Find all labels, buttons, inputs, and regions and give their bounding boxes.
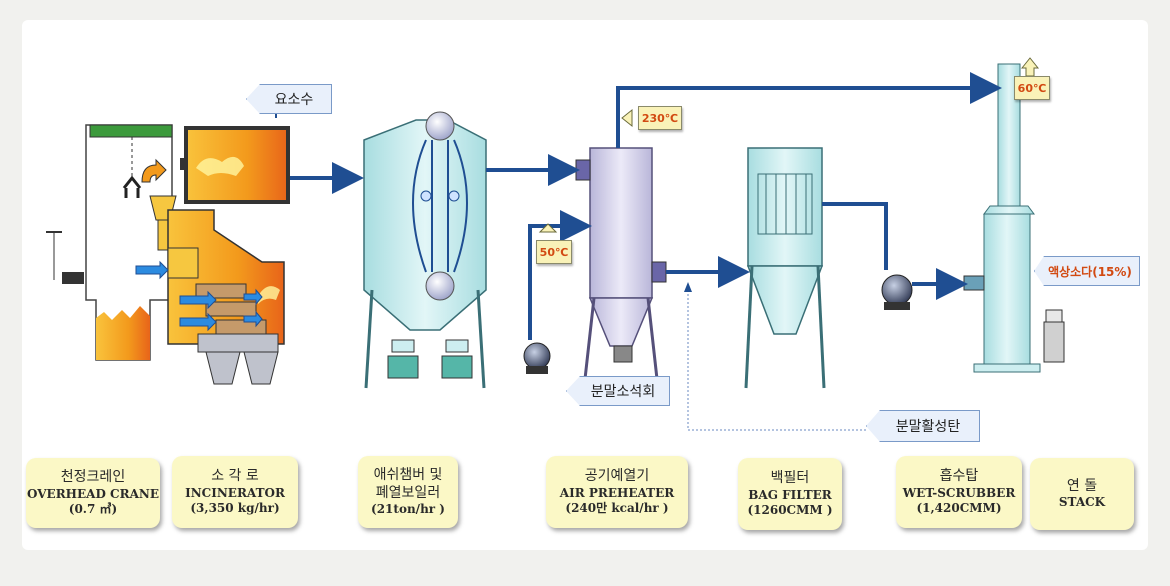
caption-spec: (21ton/hr ) [371, 502, 445, 517]
up-arrow-icon [1020, 57, 1040, 77]
caption-ko2: 폐열보일러 [375, 485, 441, 502]
caption-spec: (3,350 kg/hr) [190, 501, 280, 516]
overhead-crane-icon [46, 124, 173, 361]
caption-ko: 소 각 로 [211, 468, 259, 485]
caption-air-preheater: 공기예열기 AIR PREHEATER (240만 kcal/hr ) [546, 456, 688, 528]
caption-en: OVERHEAD CRANE [27, 486, 159, 501]
temp-air-in: 50℃ [536, 240, 572, 264]
caption-wet-scrubber: 흡수탑 WET-SCRUBBER (1,420CMM) [896, 456, 1022, 528]
carbon-feed-line [687, 286, 866, 431]
background-panel [22, 20, 1148, 550]
caption-en: INCINERATOR [185, 485, 285, 500]
up-arrow-icon [538, 223, 558, 233]
lime-powder-callout: 분말소석회 [566, 376, 670, 406]
caption-ko: 백필터 [770, 470, 810, 487]
bag-filter-icon [744, 147, 826, 389]
urea-callout: 요소수 [246, 84, 332, 114]
temp-stack: 60℃ [1014, 76, 1050, 100]
caption-incinerator: 소 각 로 INCINERATOR (3,350 kg/hr) [172, 456, 298, 528]
caption-en: BAG FILTER [748, 487, 832, 502]
caption-spec: (0.7 ㎥) [68, 502, 118, 517]
caption-spec: (240만 kcal/hr ) [565, 501, 669, 516]
caption-ko: 연 돌 [1066, 478, 1098, 495]
caption-ko: 애쉬챔버 및 [373, 467, 443, 484]
liquid-soda-callout: 액상소다(15%) [1034, 256, 1140, 286]
caption-en: WET-SCRUBBER [902, 485, 1016, 500]
temp-preheater-out: 230℃ [638, 106, 682, 130]
left-arrow-icon [621, 108, 633, 128]
caption-spec: (1260CMM ) [747, 503, 833, 518]
caption-stack: 연 돌 STACK [1030, 458, 1134, 530]
scrubber-stack-icon [881, 63, 1065, 373]
waste-heat-boiler-icon [363, 111, 487, 389]
caption-en: AIR PREHEATER [559, 485, 675, 500]
caption-ko: 흡수탑 [939, 468, 979, 485]
caption-bag-filter: 백필터 BAG FILTER (1260CMM ) [738, 458, 842, 530]
caption-en: STACK [1058, 495, 1106, 510]
air-preheater-icon [523, 147, 667, 389]
caption-ko: 공기예열기 [584, 468, 650, 485]
caption-spec: (1,420CMM) [916, 501, 1002, 516]
caption-overhead-crane: 천정크레인 OVERHEAD CRANE (0.7 ㎥) [26, 458, 160, 528]
caption-ko: 천정크레인 [60, 469, 126, 486]
flow-pipes [290, 72, 1002, 340]
activated-carbon-callout: 분말활성탄 [866, 410, 980, 442]
caption-boiler: 애쉬챔버 및 폐열보일러 (21ton/hr ) [358, 456, 458, 528]
incinerator-icon [135, 126, 290, 385]
